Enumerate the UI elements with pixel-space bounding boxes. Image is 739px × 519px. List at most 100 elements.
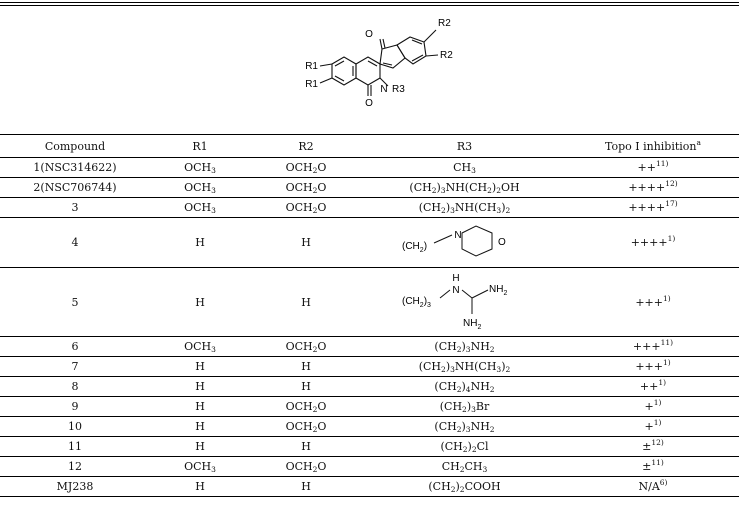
topo-activity: ++++ [630,236,668,249]
r3-cell: (CH2) N O [362,217,567,268]
r1-text: OCH [184,460,212,473]
r3-text: (CH [409,181,432,194]
r3-text: (CH [418,360,442,373]
r3-text: NH(CH [445,181,488,194]
r3-subscript: 3 [482,465,488,474]
r3-subscript: 2 [505,206,511,215]
guanidine-substituent: (CH2)3 H N NH2 NH2 [402,273,507,331]
compound-cell: 12 [0,456,150,477]
topo-reference: 11) [655,159,669,168]
topo-activity: ++++ [628,201,666,214]
svg-text:(CH2): (CH2) [402,241,427,254]
compound-cell: 8 [0,376,150,397]
r1-cell: OCH3 [150,157,250,178]
r3-text: OH [500,181,520,194]
r2-cell: OCH2O [250,456,362,477]
nitrogen-label: N [380,84,387,95]
guanidine-chain-text: (CH [402,296,420,307]
r1-cell: H [150,217,250,268]
r3-text: NH [470,420,490,433]
r3-text: (CH [418,201,442,214]
r3-text: (CH [428,480,451,493]
r2-text: OCH [285,181,313,194]
r2-text: OCH [285,340,313,353]
compound-cell: 4 [0,217,150,268]
r3-cell: (CH2)3Br [362,396,567,417]
r2-cell: H [250,476,362,497]
r2-subscript: 2 [312,345,318,354]
r3-text: ) [445,360,451,373]
compound-cell: 1(NSC314622) [0,157,150,178]
r1-subscript: 3 [211,465,216,474]
r2-cell: OCH2O [250,197,362,218]
r3-cell: CH2CH3 [362,456,567,477]
topo-inhibition-cell: +++1) [567,356,739,377]
morpholine-chain-text: (CH [402,241,420,252]
header-r1: R1 [150,134,250,158]
morpholine-chain-subscript: 2 [419,247,423,254]
r2-text: H [301,236,311,249]
topo-reference: 6) [659,478,668,487]
r2-suffix: O [317,161,327,174]
topo-activity: +++ [635,295,663,309]
topo-reference: 1) [658,378,667,387]
r3-subscript: 3 [465,425,471,434]
r2-cell: H [250,376,362,397]
r2-text: H [301,360,311,373]
r1-cell: H [150,356,250,377]
r1-cell: H [150,436,250,457]
compound-cell: 9 [0,396,150,417]
r3-subscript: 2 [489,425,495,434]
r3-text: Cl [476,440,489,453]
r3-text: ) [461,420,466,433]
guanidine-chain-subscript-3: 3 [427,302,431,309]
r2-subscript: 2 [312,465,318,474]
r3-subscript: 2 [456,425,462,434]
topo-activity: +++ [632,340,661,353]
topo-inhibition-cell: +1) [567,396,739,417]
header-r3: R3 [362,134,567,158]
compound-cell: MJ238 [0,476,150,497]
r1-subscript: 3 [211,345,216,354]
topo-reference: 11) [660,338,674,347]
topo-activity: N/A [638,480,660,493]
r1-text: H [195,295,205,309]
r3-cell: (CH2)3NH2 [362,416,567,437]
topo-inhibition-cell: ±11) [567,456,739,477]
r2-suffix: O [317,460,327,473]
r3-text: ) [501,201,506,214]
r3-subscript: 3 [471,405,476,414]
topo-inhibition-cell: ++++1) [567,217,739,268]
r2-cell: OCH2O [250,336,362,357]
morpholine-chain-close: ) [423,241,426,252]
r2-cell: OCH2O [250,396,362,417]
compound-cell: 7 [0,356,150,377]
topo-inhibition-cell: +++11) [567,336,739,357]
top-rule [0,2,739,3]
r3-text: ) [455,480,460,493]
r3-text: CH [464,460,483,473]
guanidine-chain-close: ) [423,296,426,307]
r1-text: H [195,420,205,433]
topo-activity: ± [642,440,652,453]
r3-cell: (CH2)3NH2 [362,336,567,357]
svg-text:(CH2)3: (CH2)3 [402,296,431,309]
compound-cell: 10 [0,416,150,437]
r3-subscript: 2 [441,206,446,215]
topo-inhibition-cell: ++++12) [567,177,739,198]
guanidine-nh2-text: NH [489,284,503,295]
topo-inhibition-cell: +1) [567,416,739,437]
topo-activity: ++++ [628,181,666,194]
r1-cell: H [150,267,250,337]
r3-cell: (CH2)3 H N NH2 NH2 [362,267,567,337]
topo-activity: ++ [639,380,659,393]
